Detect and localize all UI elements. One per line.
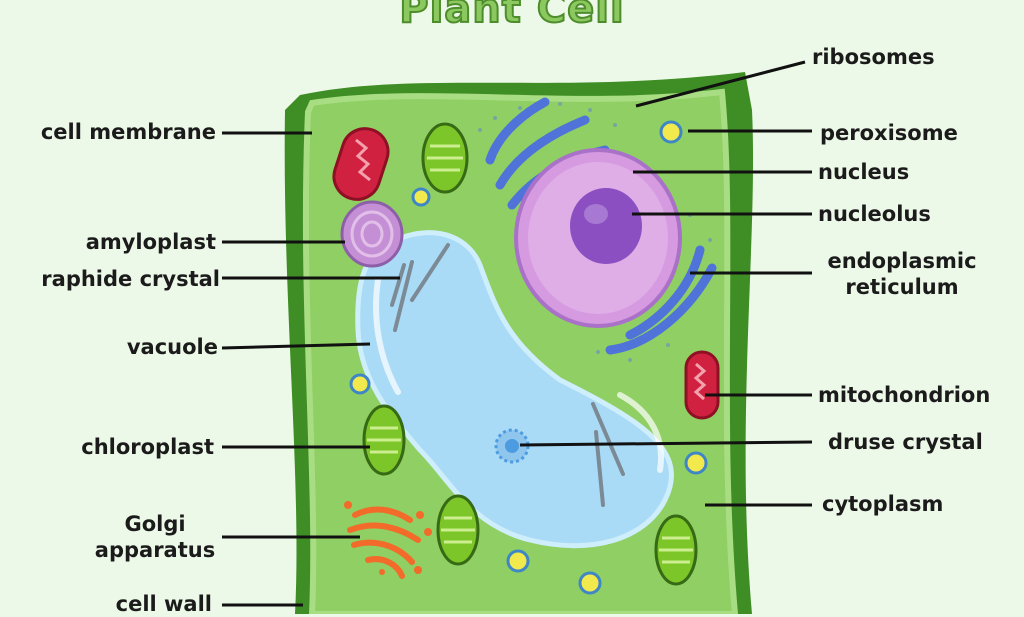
label-nucleolus: nucleolus	[818, 202, 931, 226]
label-peroxisome: peroxisome	[820, 121, 958, 145]
label-golgi-line-2: apparatus	[94, 538, 216, 562]
label-endoplasmic-reticulum: endoplasmic reticulum	[812, 248, 992, 300]
label-cytoplasm: cytoplasm	[822, 492, 944, 516]
golgi-shape	[347, 506, 421, 579]
label-endoplasmic-line-1: endoplasmic	[827, 249, 977, 273]
chloroplast-shape-4	[654, 514, 698, 586]
diagram-title: Plant Cell	[398, 0, 625, 33]
label-raphide-crystal: raphide crystal	[41, 267, 220, 291]
raphide-crystal-shape	[390, 243, 450, 332]
peroxisome-shapes	[349, 120, 708, 595]
label-ribosomes: ribosomes	[812, 45, 935, 69]
label-vacuole: vacuole	[126, 335, 218, 359]
label-cell-wall: cell wall	[115, 592, 212, 616]
label-nucleus: nucleus	[818, 160, 910, 184]
mitochondrion-shape-1	[332, 127, 390, 201]
chloroplast-shape-3	[436, 494, 480, 566]
label-cell-membrane: cell membrane	[40, 120, 216, 144]
label-endoplasmic-line-2: reticulum	[845, 275, 959, 299]
mitochondrion-shape-2	[684, 350, 720, 420]
label-amyloplast: amyloplast	[85, 230, 216, 254]
label-chloroplast: chloroplast	[81, 435, 214, 459]
label-golgi-line-1: Golgi	[124, 512, 186, 536]
chloroplast-shape-1	[421, 122, 469, 194]
vacuole-shape	[355, 230, 674, 549]
label-druse-crystal: druse crystal	[828, 430, 983, 454]
label-golgi-apparatus: Golgi apparatus	[85, 511, 225, 563]
amyloplast-shape	[340, 200, 404, 268]
pointer-lines	[221, 60, 813, 607]
chloroplast-shape-2	[362, 404, 406, 476]
nucleolus-shape	[570, 188, 642, 264]
label-mitochondrion: mitochondrion	[818, 383, 991, 407]
